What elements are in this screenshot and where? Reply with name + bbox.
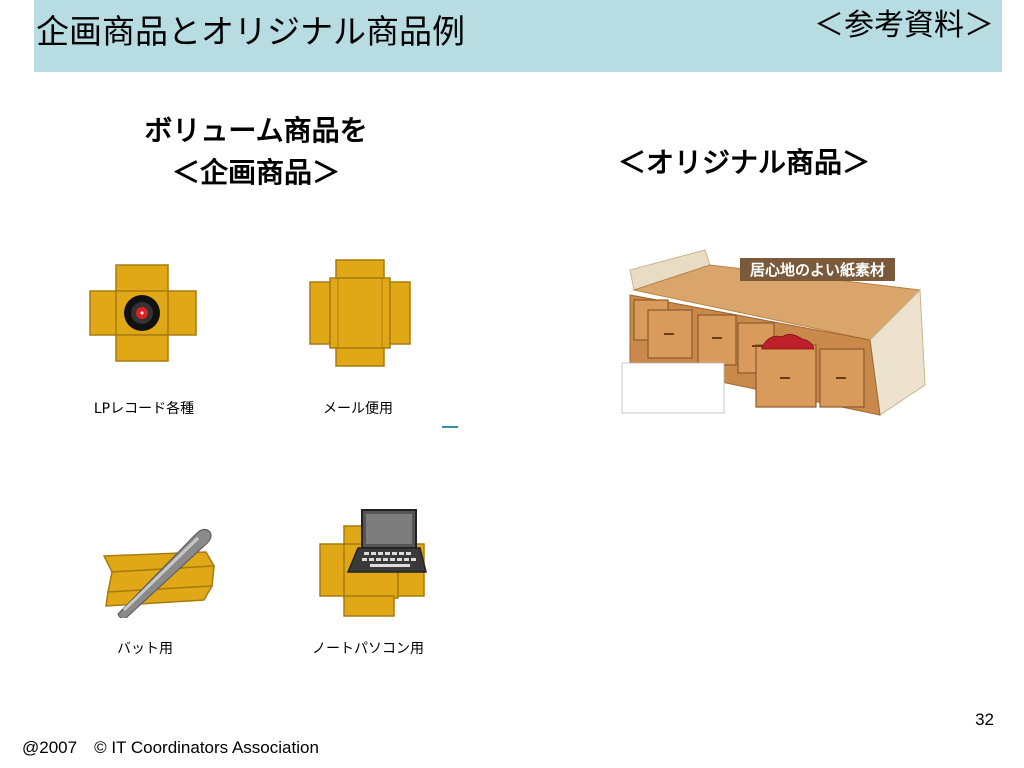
- product-caption-mail: メール便用: [323, 401, 393, 417]
- mail-box-icon: [309, 259, 411, 367]
- page-number: 32: [975, 710, 994, 729]
- planned-heading-line1: ボリューム商品を: [144, 114, 368, 147]
- footer-copyright: @2007 © IT Coordinators Association: [22, 738, 319, 757]
- title-bar: [34, 0, 1002, 72]
- laptop-box-icon: [319, 509, 427, 617]
- original-products-heading: ＜オリジナル商品＞: [617, 146, 870, 179]
- slide-title: 企画商品とオリジナル商品例: [36, 12, 465, 51]
- planned-heading-line2: ＜企画商品＞: [171, 156, 340, 189]
- small-dash-mark: [442, 426, 458, 428]
- planned-products-heading: ボリューム商品を ＜企画商品＞: [96, 110, 416, 194]
- bat-box-icon: [102, 528, 216, 618]
- reference-label: ＜参考資料＞: [814, 8, 994, 43]
- product-caption-laptop: ノートパソコン用: [312, 641, 424, 657]
- product-caption-bat: バット用: [117, 641, 173, 657]
- record-box-icon: [89, 264, 197, 362]
- photo-label-paper-material: 居心地のよい紙素材: [740, 258, 896, 281]
- cardboard-bed-photo: [621, 249, 926, 416]
- product-caption-record: LPレコード各種: [93, 401, 195, 417]
